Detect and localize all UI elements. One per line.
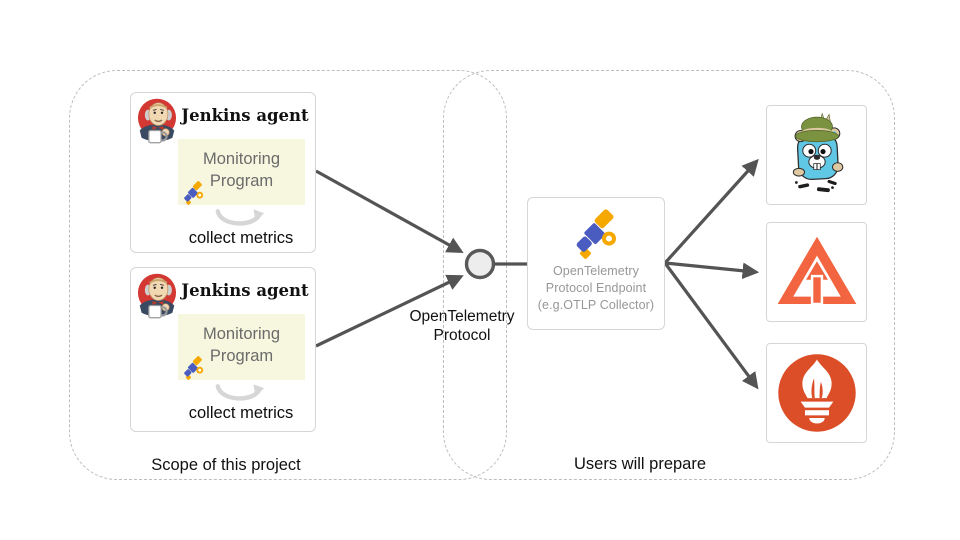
program-line1: Monitoring [202, 150, 281, 168]
prometheus-logo [777, 354, 856, 432]
otlp-endpoint-card: OpenTelemetry Protocol Endpoint (e.g.OTL… [527, 197, 665, 330]
program-line1: Monitoring [202, 325, 281, 343]
agent-caption: collect metrics [188, 404, 294, 422]
jenkins-agent-card-1: Jenkins agent Monitoring Program collect… [130, 92, 316, 253]
monitoring-program-box: Monitoring Program [178, 139, 305, 206]
endpoint-description: OpenTelemetry Protocol Endpoint (e.g.OTL… [528, 263, 664, 314]
program-line2: Program [209, 347, 274, 365]
agent-title: Jenkins agent [181, 106, 309, 125]
scope-region [69, 70, 507, 480]
backend-card-prometheus [766, 343, 867, 443]
collect-loop-arrow-icon [213, 207, 267, 231]
endpoint-line1: OpenTelemetry [552, 264, 640, 278]
jenkins-agent-card-2: Jenkins agent Monitoring Program collect… [130, 267, 316, 432]
endpoint-line3: (e.g.OTLP Collector) [537, 298, 655, 312]
jenkins-butler-icon [136, 97, 178, 144]
users-region-label: Users will prepare [573, 455, 707, 473]
program-line2: Program [209, 172, 274, 190]
monitoring-program-box: Monitoring Program [178, 314, 305, 381]
users-region [443, 70, 895, 480]
zipkin-pyramid-logo [775, 235, 858, 306]
backend-card-jaeger [766, 105, 867, 205]
backend-card-zipkin [766, 222, 867, 322]
opentelemetry-telescope-icon [570, 208, 624, 261]
opentelemetry-telescope-icon [180, 180, 207, 206]
agent-title: Jenkins agent [181, 281, 309, 300]
jaeger-gopher-logo [792, 113, 843, 193]
collect-loop-arrow-icon [213, 382, 267, 406]
endpoint-line2: Protocol Endpoint [545, 281, 647, 295]
scope-region-label: Scope of this project [151, 456, 301, 474]
opentelemetry-telescope-icon [180, 355, 207, 381]
agent-caption: collect metrics [188, 229, 294, 247]
jenkins-butler-icon [136, 272, 178, 319]
